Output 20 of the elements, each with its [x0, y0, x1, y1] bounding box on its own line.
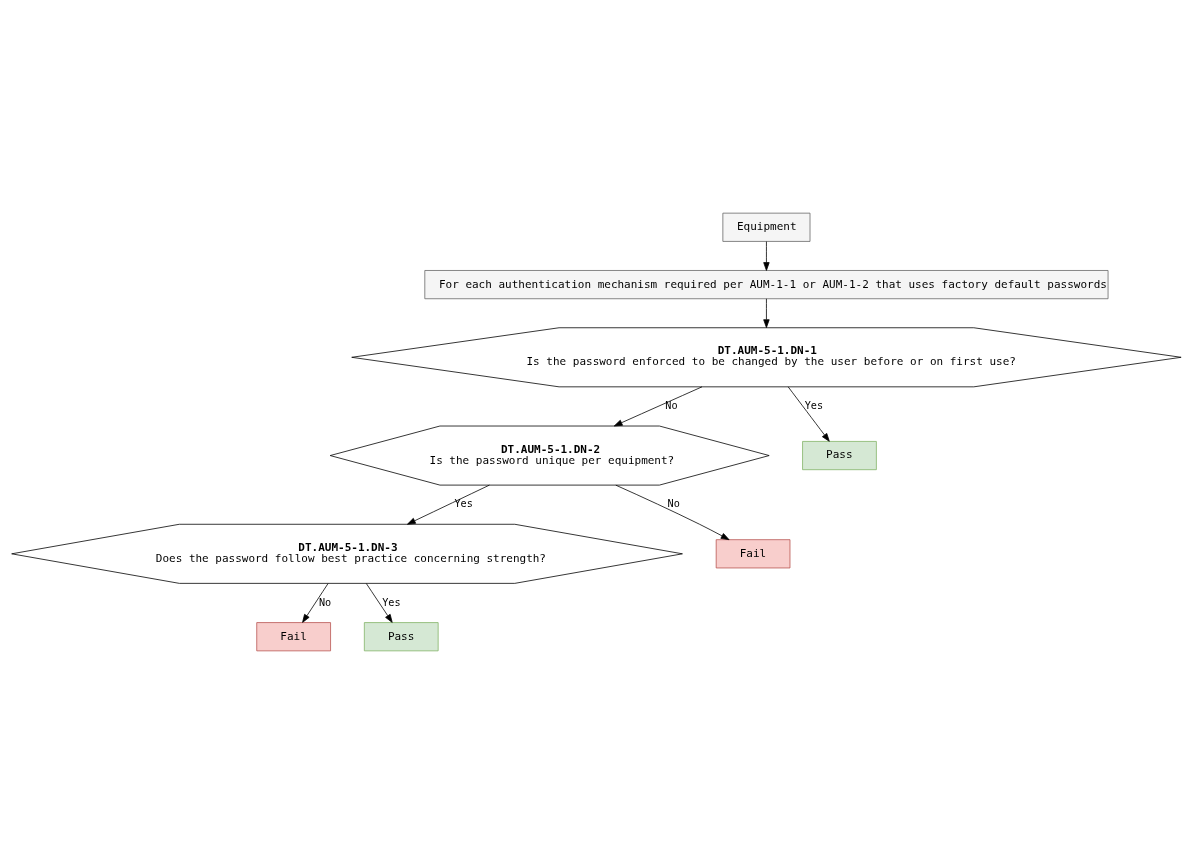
arrow: [365, 583, 393, 623]
node-box: Fail: [256, 622, 331, 652]
edge-label: No: [667, 498, 680, 510]
node-box: For each authentication mechanism required per AUM-1-1 or AUM-1-2 that uses factory default passwords: [424, 270, 1109, 300]
edge-label: No: [318, 596, 332, 608]
edge-label: No: [665, 400, 678, 412]
edge-label: Yes: [382, 596, 401, 608]
arrow: [407, 484, 490, 525]
arrow: [763, 298, 770, 328]
node-box: Pass: [802, 441, 877, 471]
arrow: [763, 241, 770, 271]
node-box: Pass: [363, 622, 439, 652]
edge-label: Yes: [804, 400, 824, 412]
node-box: Fail: [715, 539, 791, 569]
arrow: [613, 386, 703, 427]
node-box: Equipment: [722, 212, 811, 242]
arrow: [787, 386, 830, 442]
arrow: [615, 484, 730, 541]
arrow: [302, 583, 329, 623]
edge-label: Yes: [454, 498, 473, 510]
